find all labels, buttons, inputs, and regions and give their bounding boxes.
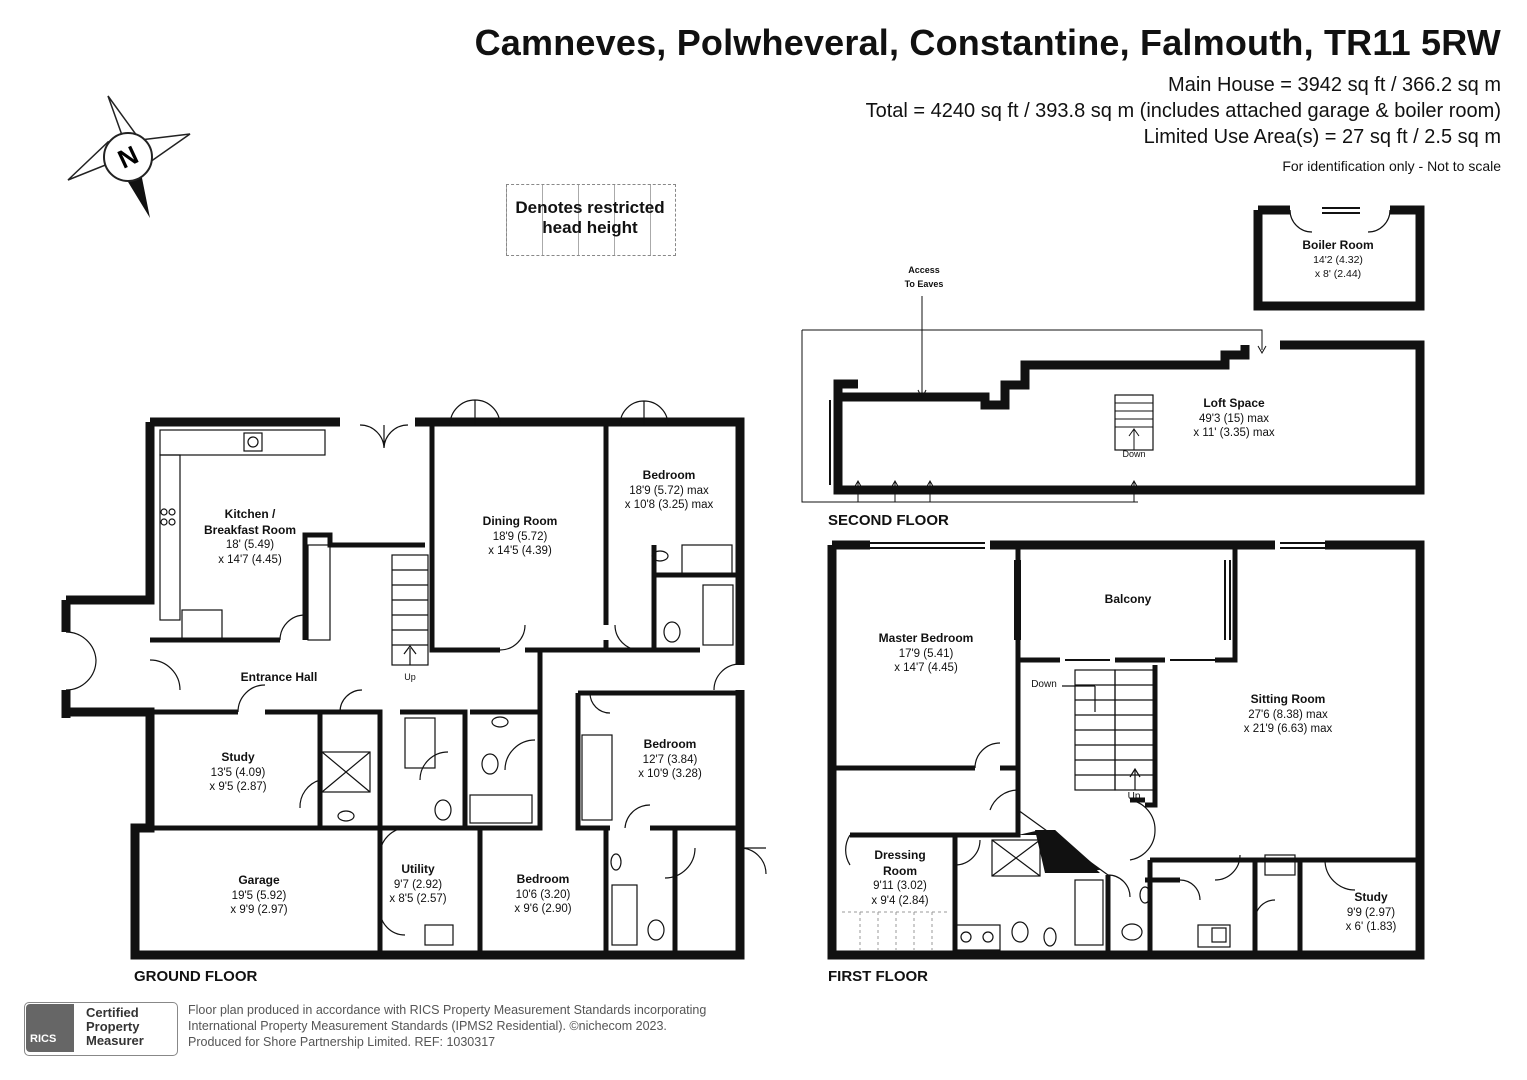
stairs-up-label-first: Up <box>1127 791 1141 802</box>
room-utility: Utility 9'7 (2.92) x 8'5 (2.57) <box>389 862 446 907</box>
room-name: Garage <box>238 873 280 887</box>
restricted-height-legend-text: Denotes restricted head height <box>506 198 674 238</box>
room-name: Sitting Room <box>1250 692 1326 706</box>
room-dimension: 18'9 (5.72) max <box>629 484 709 497</box>
room-dimension: 18'9 (5.72) <box>492 530 548 543</box>
room-dimension: 49'3 (15) max <box>1199 412 1269 425</box>
room-kitchen-breakfast: Kitchen / Breakfast Room 18' (5.49) x 14… <box>204 507 296 567</box>
room-dimension: 12'7 (3.84) <box>642 753 698 766</box>
room-name: Loft Space <box>1203 396 1265 410</box>
ground-floor-plan <box>61 399 767 960</box>
limited-use-area: Limited Use Area(s) = 27 sq ft / 2.5 sq … <box>1143 126 1501 148</box>
room-loft-space: Loft Space 49'3 (15) max x 11' (3.35) ma… <box>1193 396 1274 441</box>
room-study-ground: Study 13'5 (4.09) x 9'5 (2.87) <box>209 750 266 795</box>
room-boiler: Boiler Room 14'2 (4.32) x 8' (2.44) <box>1302 238 1373 281</box>
cert-line: Property <box>86 1019 140 1034</box>
room-dimension: x 14'7 (4.45) <box>218 553 282 566</box>
room-dimension: x 9'9 (2.97) <box>230 904 288 916</box>
footer-line: Floor plan produced in accordance with R… <box>188 1003 707 1017</box>
room-dimension: 14'2 (4.32) <box>1313 254 1363 266</box>
annotation-line: Access <box>908 265 940 275</box>
room-name: Dressing <box>874 848 926 862</box>
room-dimension: 18' (5.49) <box>225 539 275 551</box>
room-dimension: x 9'4 (2.84) <box>871 894 929 907</box>
restricted-height-legend-swatch <box>506 184 676 256</box>
ground-floor-label: GROUND FLOOR <box>134 968 258 985</box>
rics-logo-text: RICS <box>30 1033 57 1045</box>
property-title: Camneves, Polwheveral, Constantine, Falm… <box>474 22 1501 63</box>
room-garage: Garage 19'5 (5.92) x 9'9 (2.97) <box>230 873 287 918</box>
boiler-room-plan <box>1253 205 1425 311</box>
stairs-down-label-first: Down <box>1031 679 1057 690</box>
room-name: Utility <box>401 862 435 876</box>
legend-line-1: Denotes restricted <box>515 198 665 217</box>
room-dimension: x 11' (3.35) max <box>1193 427 1275 439</box>
room-dimension: 10'6 (3.20) <box>515 888 571 901</box>
room-name: Balcony <box>1104 592 1152 606</box>
room-dimension: x 10'8 (3.25) max <box>624 499 714 511</box>
identification-note: For identification only - Not to scale <box>1282 158 1501 174</box>
room-dimension: x 10'9 (3.28) <box>638 768 702 780</box>
room-dimension: 13'5 (4.09) <box>210 766 266 779</box>
room-name: Bedroom <box>642 468 696 482</box>
rics-badge <box>24 1002 178 1056</box>
room-dimension: x 8' (2.44) <box>1314 268 1362 280</box>
access-to-eaves-label: Access To Eaves <box>905 263 944 291</box>
north-compass-icon <box>67 95 191 218</box>
room-bedroom-middle: Bedroom 12'7 (3.84) x 10'9 (3.28) <box>638 737 702 782</box>
stairs-down-label-loft: Down <box>1122 449 1146 459</box>
footer-line: International Property Measurement Stand… <box>188 1019 667 1033</box>
cert-line: Measurer <box>86 1033 144 1048</box>
room-dining: Dining Room 18'9 (5.72) x 14'5 (4.39) <box>483 514 558 559</box>
room-sitting: Sitting Room 27'6 (8.38) max x 21'9 (6.6… <box>1244 692 1333 737</box>
room-dimension: x 14'5 (4.39) <box>488 545 552 557</box>
room-study-first: Study 9'9 (2.97) x 6' (1.83) <box>1346 890 1397 935</box>
room-master-bedroom: Master Bedroom 17'9 (5.41) x 14'7 (4.45) <box>879 631 974 676</box>
room-dimension: x 21'9 (6.63) max <box>1243 723 1333 735</box>
footer-line: Produced for Shore Partnership Limited. … <box>188 1035 496 1049</box>
room-dimension: x 14'7 (4.45) <box>894 662 958 674</box>
room-name: Study <box>1354 890 1388 904</box>
room-name: Study <box>221 750 255 764</box>
room-name: Dining Room <box>482 514 558 528</box>
room-name: Breakfast Room <box>203 522 297 537</box>
room-name: Bedroom <box>643 737 697 751</box>
total-area: Total = 4240 sq ft / 393.8 sq m (include… <box>865 100 1501 122</box>
first-floor-plan <box>827 540 1425 960</box>
room-dimension: x 9'5 (2.87) <box>209 781 267 793</box>
room-dimension: 9'11 (3.02) <box>873 880 927 892</box>
room-name: Room <box>882 863 917 878</box>
certified-measurer-text: Certified Property Measurer <box>86 1006 176 1048</box>
room-balcony: Balcony <box>1105 592 1152 608</box>
cert-line: Certified <box>86 1005 139 1020</box>
room-dressing: Dressing Room 9'11 (3.02) x 9'4 (2.84) <box>871 848 928 908</box>
room-name: Entrance Hall <box>240 670 318 684</box>
room-dimension: 19'5 (5.92) <box>231 889 287 902</box>
room-dimension: 9'7 (2.92) <box>393 878 443 891</box>
room-dimension: x 8'5 (2.57) <box>389 893 447 905</box>
main-house-area: Main House = 3942 sq ft / 366.2 sq m <box>1168 74 1501 96</box>
room-name: Boiler Room <box>1302 238 1374 252</box>
room-dimension: 9'9 (2.97) <box>1346 906 1396 919</box>
room-entrance-hall: Entrance Hall <box>241 670 318 686</box>
room-bedroom-bottom: Bedroom 10'6 (3.20) x 9'6 (2.90) <box>514 872 571 917</box>
first-floor-label: FIRST FLOOR <box>828 968 928 985</box>
room-dimension: 27'6 (8.38) max <box>1248 708 1328 721</box>
annotation-line: To Eaves <box>904 279 944 289</box>
room-name: Kitchen / <box>224 507 276 521</box>
room-bedroom-top: Bedroom 18'9 (5.72) max x 10'8 (3.25) ma… <box>625 468 714 513</box>
stairs-up-label-ground: Up <box>404 672 416 682</box>
second-floor-label: SECOND FLOOR <box>828 512 949 529</box>
second-floor-plan <box>801 296 1425 503</box>
legend-line-2: head height <box>542 218 638 237</box>
room-name: Bedroom <box>516 872 570 886</box>
room-dimension: 17'9 (5.41) <box>898 647 954 660</box>
room-name: Master Bedroom <box>878 631 974 645</box>
rics-logo-icon <box>26 1004 74 1052</box>
footer-note: Floor plan produced in accordance with R… <box>188 1002 808 1050</box>
room-dimension: x 9'6 (2.90) <box>514 903 572 915</box>
room-dimension: x 6' (1.83) <box>1345 921 1397 933</box>
